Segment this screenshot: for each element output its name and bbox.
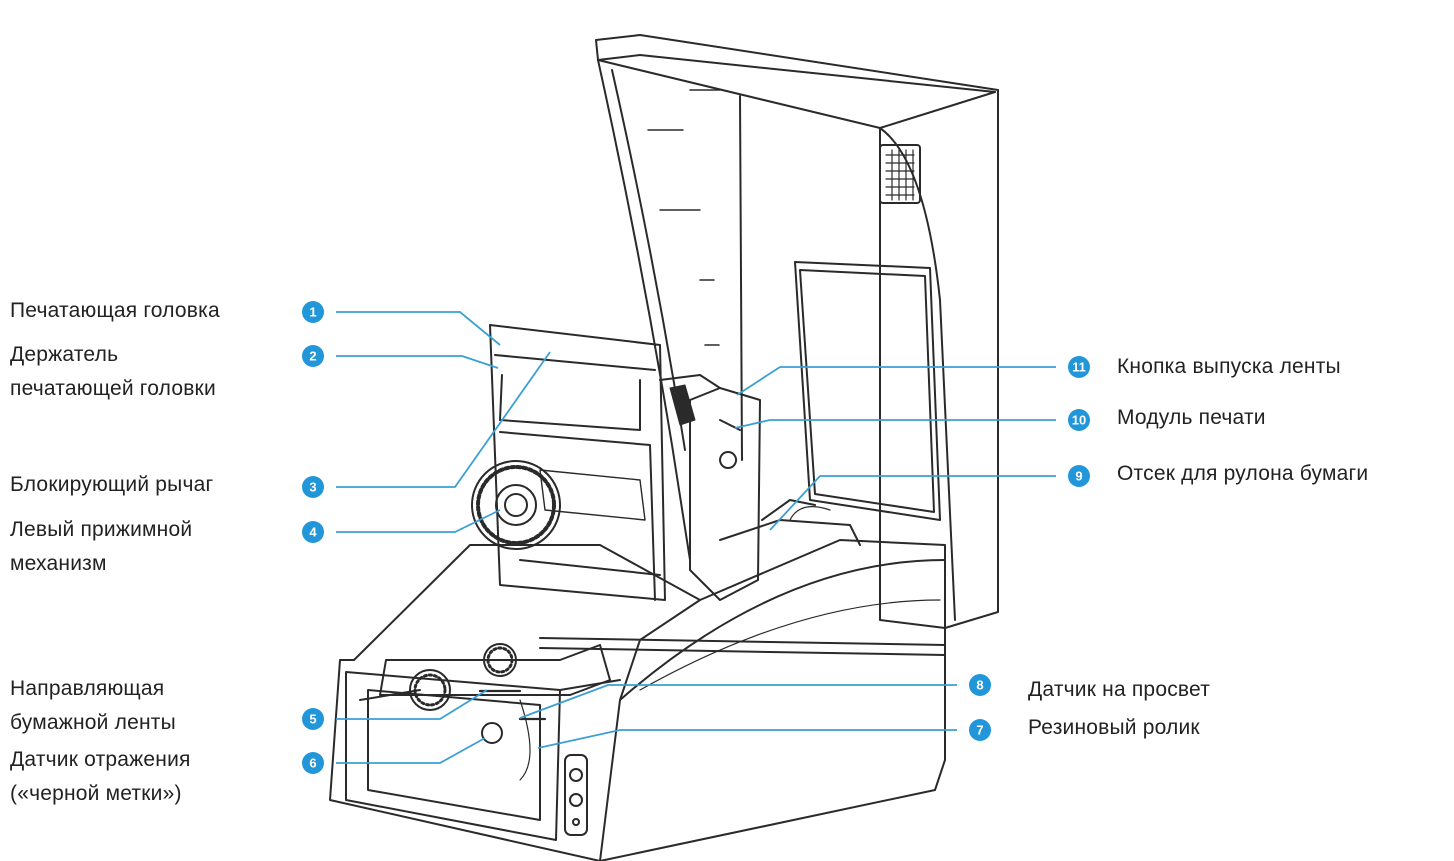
callout-leader-line-10 <box>734 419 1056 429</box>
callout-leader-line-8 <box>519 684 957 719</box>
callout-number-10: 10 <box>1072 413 1086 428</box>
callout-number-5: 5 <box>309 712 316 727</box>
label-rubber-roller: Резиновый ролик <box>1028 716 1200 739</box>
callout-number-6: 6 <box>309 756 316 771</box>
callout-badge-2 <box>302 345 324 367</box>
callout-leader-line-11 <box>736 366 1056 396</box>
callout-number-3: 3 <box>309 480 316 495</box>
callout-number-1: 1 <box>309 305 316 320</box>
label-print-head: Печатающая головка <box>10 299 220 322</box>
callout-number-4: 4 <box>309 525 317 540</box>
callout-badge-4 <box>302 521 324 543</box>
callout-leader-line-3 <box>336 351 551 488</box>
top-cover <box>595 34 999 629</box>
label-transmissive-sensor: Датчик на просвет <box>1028 678 1211 701</box>
print-module <box>471 324 761 601</box>
callout-badge-8 <box>969 674 991 696</box>
callout-leader-line-4 <box>336 509 501 533</box>
callout-leader-line-1 <box>336 311 501 346</box>
callout-number-2: 2 <box>309 349 316 364</box>
callout-number-11: 11 <box>1072 360 1086 375</box>
callout-leader-line-5 <box>336 689 488 720</box>
callout-badge-10 <box>1068 409 1090 431</box>
callout-badge-7 <box>969 719 991 741</box>
printer-base <box>329 539 946 861</box>
callout-leader-line-9 <box>769 475 1056 531</box>
callout-badge-9 <box>1068 465 1090 487</box>
callout-badge-6 <box>302 752 324 774</box>
callout-number-7: 7 <box>976 723 983 738</box>
callout-badge-3 <box>302 476 324 498</box>
label-locking-lever: Блокирующий рычаг <box>10 473 214 496</box>
callout-leader-line-2 <box>336 355 499 369</box>
callout-badge-11 <box>1068 356 1090 378</box>
callout-leader-line-7 <box>537 729 957 749</box>
label-print-module: Модуль печати <box>1117 406 1266 429</box>
label-print-head-holder: Держатель печатающей головки <box>10 343 216 400</box>
callout-badge-1 <box>302 301 324 323</box>
callout-leader-line-6 <box>336 737 486 764</box>
callout-badge-5 <box>302 708 324 730</box>
label-reflective-sensor: Датчик отражения («черной метки») <box>10 748 191 805</box>
label-left-pressing-mechanism: Левый прижимной механизм <box>10 518 193 575</box>
label-paper-guide: Направляющая бумажной ленты <box>10 677 176 734</box>
label-paper-roll-compartment: Отсек для рулона бумаги <box>1117 462 1369 485</box>
callout-number-8: 8 <box>976 678 983 693</box>
label-ribbon-release-button: Кнопка выпуска ленты <box>1117 355 1341 378</box>
paper-compartment <box>719 499 861 546</box>
callout-number-9: 9 <box>1075 469 1082 484</box>
